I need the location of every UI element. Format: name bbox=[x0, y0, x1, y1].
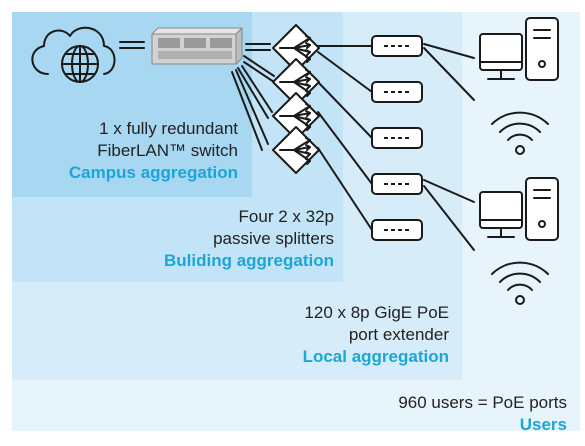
local-caption: 120 x 8p GigE PoE port extender Local ag… bbox=[303, 302, 449, 368]
local-aggregation-label: Local aggregation bbox=[302, 347, 449, 366]
splitter-icon bbox=[272, 92, 320, 140]
campus-caption: 1 x fully redundant FiberLAN™ switch Cam… bbox=[69, 118, 238, 184]
port-extender-icon bbox=[371, 35, 423, 57]
campus-aggregation-label: Campus aggregation bbox=[68, 163, 238, 182]
building-line-2: passive splitters bbox=[213, 229, 334, 248]
cloud-globe-icon bbox=[31, 26, 116, 83]
switch-chassis-icon bbox=[151, 27, 243, 65]
port-extender-icon bbox=[371, 81, 423, 103]
campus-line-1: 1 x fully redundant bbox=[99, 119, 238, 138]
local-line-1: 120 x 8p GigE PoE bbox=[304, 303, 449, 322]
users-line-1: 960 users = PoE ports bbox=[398, 393, 567, 412]
wifi-icon bbox=[491, 261, 549, 305]
cloud-switch-link bbox=[119, 41, 145, 49]
extender-user-links bbox=[423, 43, 475, 251]
desktop-computer-icon bbox=[479, 177, 559, 241]
desktop-computer-icon bbox=[479, 17, 559, 81]
users-caption: 960 users = PoE ports Users bbox=[398, 392, 567, 436]
local-line-2: port extender bbox=[348, 325, 449, 344]
users-label: Users bbox=[519, 415, 567, 434]
splitter-extender-links bbox=[317, 45, 373, 231]
port-extender-icon bbox=[371, 127, 423, 149]
splitter-icon bbox=[272, 126, 320, 174]
switch-splitter-links bbox=[231, 43, 275, 151]
building-aggregation-label: Buliding aggregation bbox=[164, 251, 334, 270]
campus-line-2: FiberLAN™ switch bbox=[97, 141, 238, 160]
wifi-icon bbox=[491, 111, 549, 155]
port-extender-icon bbox=[371, 173, 423, 195]
port-extender-icon bbox=[371, 219, 423, 241]
building-line-1: Four 2 x 32p bbox=[238, 207, 334, 226]
building-caption: Four 2 x 32p passive splitters Buliding … bbox=[164, 206, 334, 272]
